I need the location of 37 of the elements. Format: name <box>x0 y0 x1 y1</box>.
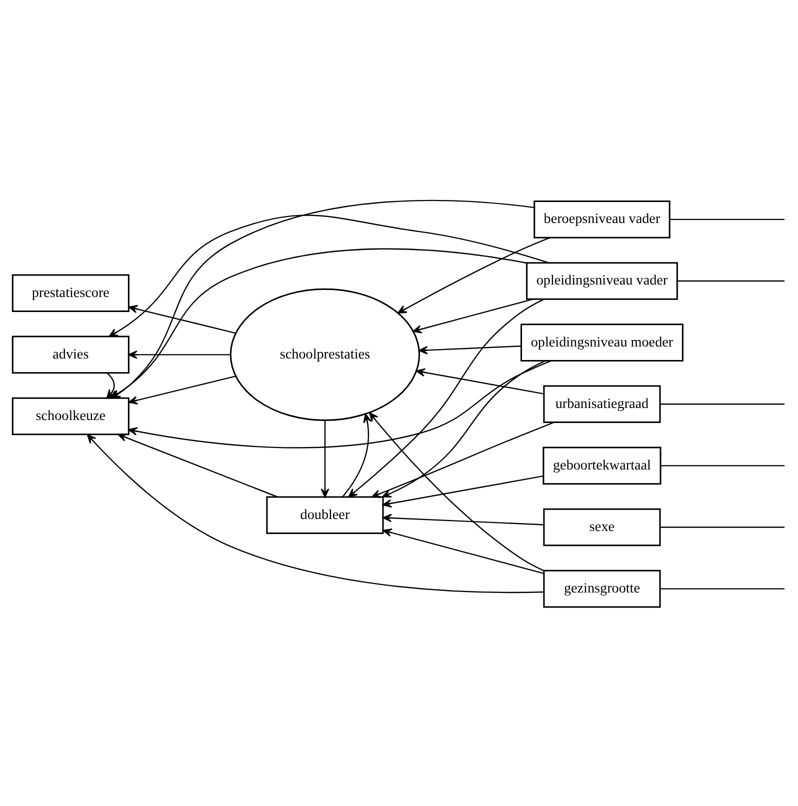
arrow <box>128 350 230 358</box>
arrow <box>382 528 544 574</box>
arrow <box>382 513 544 525</box>
connector <box>677 280 784 282</box>
arrow <box>382 474 544 508</box>
connector <box>660 464 784 466</box>
arrow <box>371 421 554 498</box>
node-box: prestatiescore <box>12 274 130 312</box>
arrow <box>128 375 236 404</box>
arrow <box>320 420 330 498</box>
arrow <box>86 434 544 593</box>
node-box: advies <box>12 335 130 374</box>
arrow <box>108 214 549 337</box>
node-box: schoolkeuze <box>12 396 130 435</box>
arrow <box>382 360 546 498</box>
arrow <box>128 360 552 448</box>
node-box: urbanisatiegraad <box>543 384 661 423</box>
node-box: opleidingsniveau vader <box>526 262 678 300</box>
node-box: doubleer <box>266 496 384 534</box>
node-box: sexe <box>543 508 661 546</box>
connector <box>660 588 784 589</box>
node-box: geboortekwartaal <box>542 446 662 484</box>
connector <box>660 403 784 404</box>
arrow <box>118 433 278 497</box>
arrow <box>418 344 522 354</box>
node-box: opleidingsniveau moeder <box>520 323 684 361</box>
arrow <box>342 413 372 497</box>
arrow <box>412 298 534 333</box>
connector <box>670 218 784 220</box>
connector <box>660 526 784 528</box>
node-box: gezinsgrootte <box>543 569 661 608</box>
arrow <box>128 304 236 334</box>
arrow <box>397 236 550 314</box>
node-box: beroepsniveau vader <box>534 200 670 238</box>
arrow <box>369 412 544 571</box>
arrow <box>348 298 544 497</box>
arrow <box>416 368 544 394</box>
